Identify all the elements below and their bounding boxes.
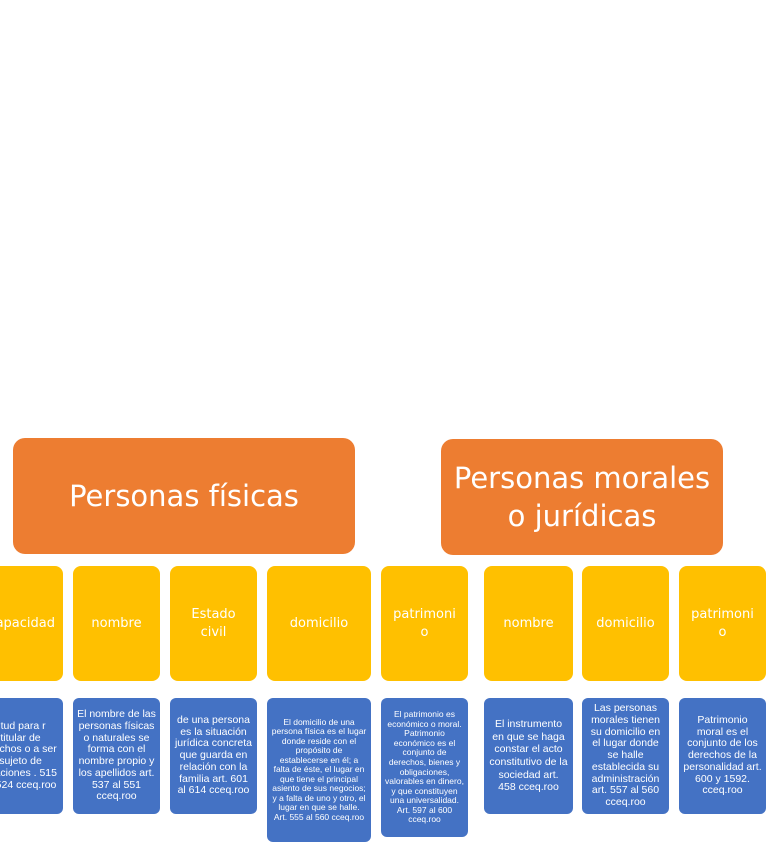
description-domicilio-morales-text: Las personas morales tienen su domicilio…	[590, 702, 661, 809]
description-patrimonio-morales-text: Patrimonio moral es el conjunto de los d…	[683, 713, 762, 797]
description-domicilio-morales: Las personas morales tienen su domicilio…	[582, 698, 669, 814]
description-patrimonio-fisicas: El patrimonio es económico o moral. Patr…	[381, 698, 468, 837]
header-personas-fisicas-label: Personas físicas	[69, 478, 299, 513]
header-personas-fisicas: Personas físicas	[13, 438, 355, 554]
category-patrimonio-morales-label: patrimoni o	[691, 606, 754, 640]
category-domicilio-fisicas-label: domicilio	[289, 615, 349, 631]
category-nombre-morales-label: nombre	[503, 615, 554, 631]
description-nombre-fisicas: El nombre de las personas físicas o natu…	[73, 698, 160, 814]
category-domicilio-morales: domicilio	[582, 566, 669, 681]
category-estado-civil-label: Estado civil	[191, 606, 236, 640]
description-estado-civil: de una persona es la situación jurídica …	[170, 698, 257, 814]
category-domicilio-morales-label: domicilio	[596, 615, 655, 631]
category-nombre-fisicas: nombre	[73, 566, 160, 681]
category-nombre-fisicas-label: nombre	[91, 615, 142, 631]
description-patrimonio-morales: Patrimonio moral es el conjunto de los d…	[679, 698, 766, 814]
category-nombre-morales: nombre	[484, 566, 573, 681]
category-patrimonio-morales: patrimoni o	[679, 566, 766, 681]
description-domicilio-fisicas: El domicilio de una persona física es el…	[267, 698, 371, 842]
description-estado-civil-text: de una persona es la situación jurídica …	[174, 713, 253, 797]
category-patrimonio-fisicas: patrimoni o	[381, 566, 468, 681]
header-personas-morales: Personas morales o jurídicas	[441, 439, 723, 555]
description-nombre-morales-text: El instrumento en que se haga constar el…	[489, 718, 568, 794]
description-nombre-fisicas-text: El nombre de las personas físicas o natu…	[77, 708, 156, 803]
description-patrimonio-fisicas-text: El patrimonio es económico o moral. Patr…	[385, 709, 464, 825]
category-patrimonio-fisicas-label: patrimoni o	[393, 606, 456, 640]
description-capacidad-text: titud para r titular de erechos o a ser …	[0, 719, 57, 791]
description-domicilio-fisicas-text: El domicilio de una persona física es el…	[271, 716, 367, 822]
category-domicilio-fisicas: domicilio	[267, 566, 371, 681]
description-capacidad: titud para r titular de erechos o a ser …	[0, 698, 63, 814]
category-capacidad-label: apacidad	[0, 615, 55, 631]
header-personas-morales-label: Personas morales o jurídicas	[453, 460, 711, 533]
description-nombre-morales: El instrumento en que se haga constar el…	[484, 698, 573, 814]
category-capacidad: apacidad	[0, 566, 63, 681]
category-estado-civil: Estado civil	[170, 566, 257, 681]
